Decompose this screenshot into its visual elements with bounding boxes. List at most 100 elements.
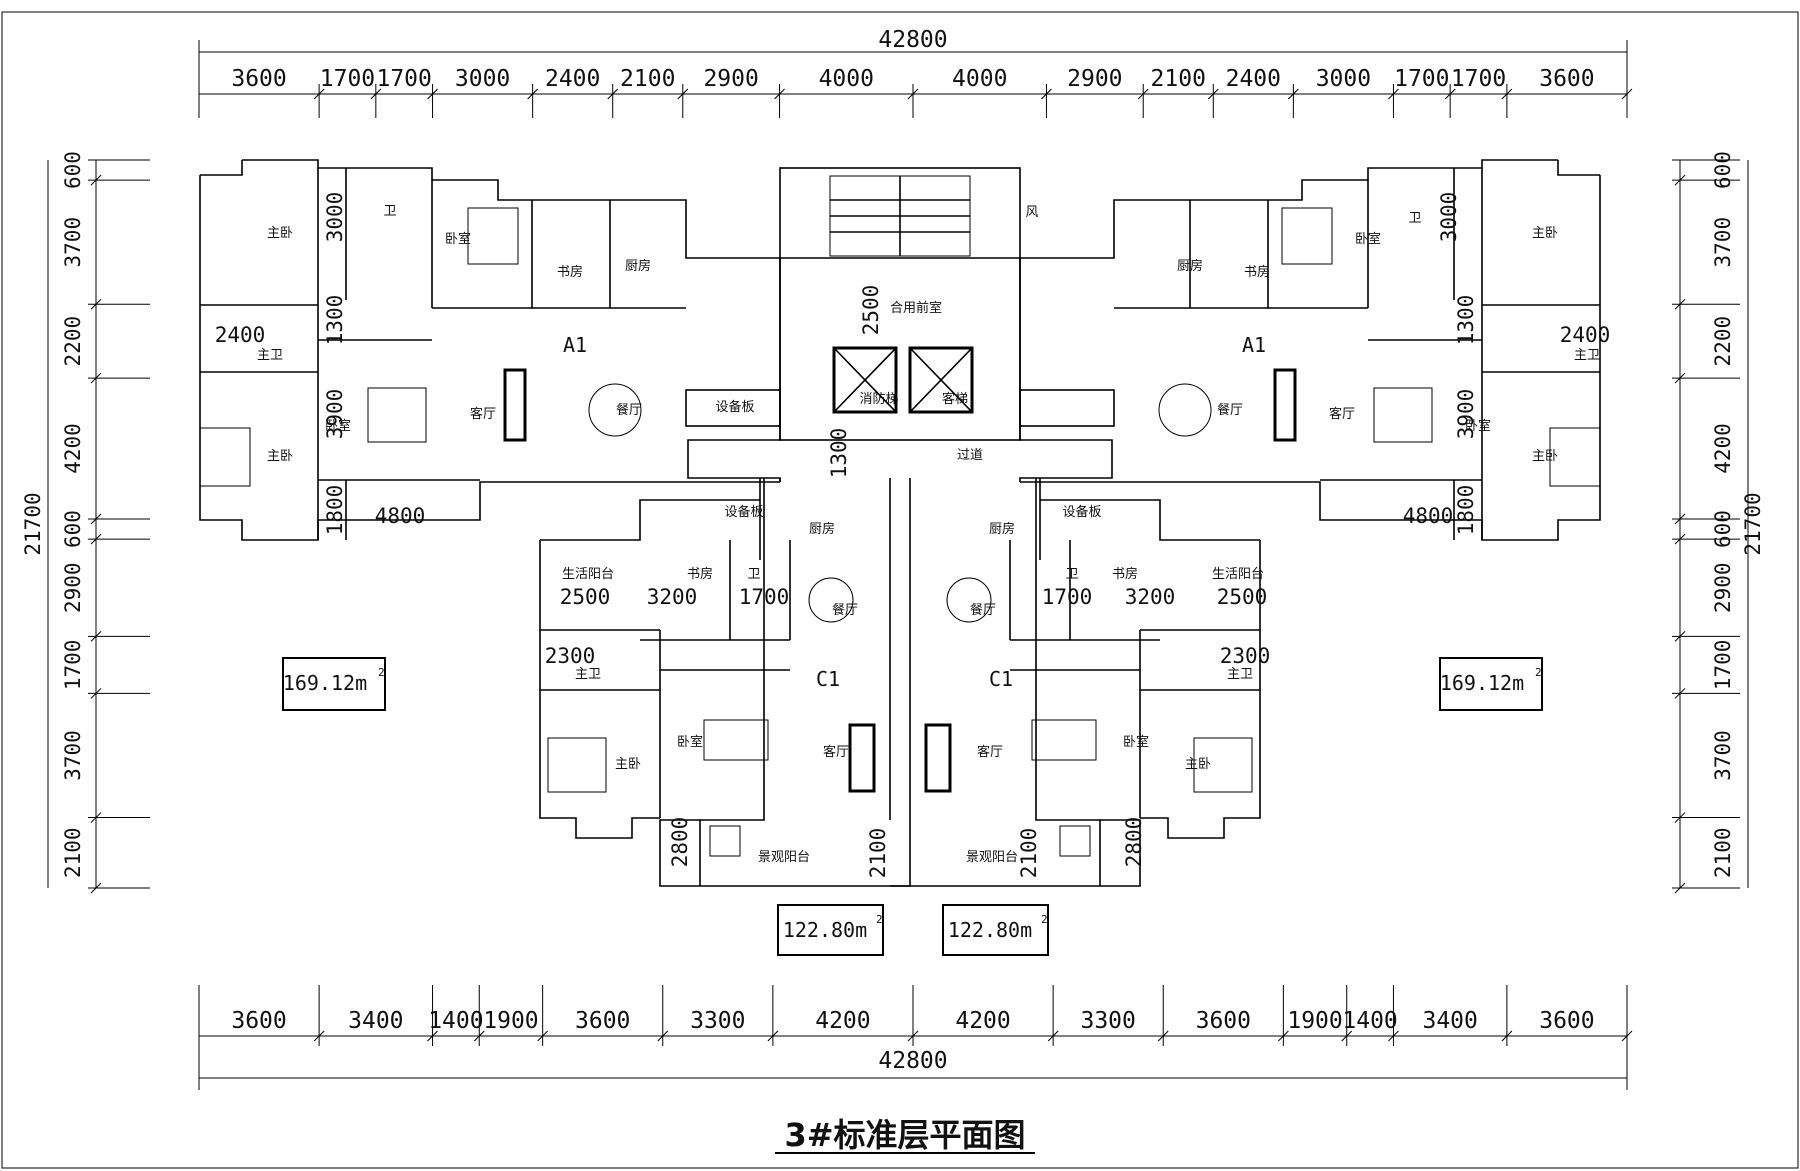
right-segment-8: 2100: [1711, 827, 1735, 878]
bottom-segment-12: 3400: [1422, 1008, 1477, 1034]
top-segment-14: 1700: [1451, 66, 1506, 92]
inner-dim-3200-r: 3200: [1125, 585, 1176, 609]
inner-dim-2500-r: 2500: [1217, 585, 1268, 609]
room-dining-c1: 餐厅: [832, 602, 858, 618]
top-segment-15: 3600: [1539, 66, 1594, 92]
left-segment-4: 600: [61, 510, 85, 548]
right-total-dimension: 21700: [1741, 492, 1765, 555]
bottom-segment-3: 1900: [483, 1008, 538, 1034]
inner-dim-2300-r: 2300: [1220, 644, 1271, 668]
bottom-segment-11: 1400: [1342, 1008, 1397, 1034]
room-dining: 餐厅: [616, 402, 642, 418]
room-bath-c1-r: 卫: [1065, 567, 1078, 582]
area-boxes: [282, 657, 1543, 956]
room-kitchen-c1-r: 厨房: [989, 521, 1015, 537]
top-dimension-ticks: [198, 84, 1633, 118]
top-segment-8: 4000: [952, 66, 1007, 92]
inner-dim-2100-r: 2100: [1017, 828, 1041, 879]
inner-dimensions: 3000 3000 2400 2400 1300 1300 3900 3900 …: [215, 192, 1611, 879]
top-segment-9: 2900: [1067, 66, 1122, 92]
right-segment-1: 3700: [1711, 217, 1735, 268]
inner-dim-2100: 2100: [866, 828, 890, 879]
right-segment-2: 2200: [1711, 316, 1735, 367]
room-master-bed: 主卧: [267, 226, 293, 241]
bottom-segment-9: 3600: [1196, 1008, 1251, 1034]
inner-dim-2400: 2400: [215, 323, 266, 347]
furniture: [199, 207, 1601, 857]
inner-dim-2500: 2500: [560, 585, 611, 609]
top-segment-7: 4000: [819, 66, 874, 92]
top-segment-0: 3600: [231, 66, 286, 92]
inner-dim-3200: 3200: [647, 585, 698, 609]
inner-dim-1800: 1800: [323, 485, 347, 536]
room-equipment-3: 设备板: [1062, 504, 1101, 520]
bottom-segment-2: 1400: [428, 1008, 483, 1034]
room-bath: 卫: [383, 204, 396, 219]
unit-a1-right: A1: [1242, 333, 1266, 357]
right-c1-rooms: 生活阳台 书房 卫 厨房 餐厅 主卫 卧室 主卧 客厅 景观阳台 C1: [966, 521, 1264, 865]
area-c1-right: 122.80m: [948, 918, 1032, 942]
drawing-frame: [1, 11, 1799, 1169]
side-dimension-ticks: [88, 159, 1740, 894]
room-living-c1: 客厅: [823, 744, 849, 760]
unit-c1-left: C1: [816, 667, 840, 691]
bottom-total-dimension: 42800: [878, 1048, 947, 1074]
room-elevator: 客梯: [942, 391, 968, 407]
inner-dim-1700: 1700: [739, 585, 790, 609]
room-kitchen-c1: 厨房: [809, 521, 835, 537]
left-c1-rooms: 生活阳台 书房 卫 厨房 餐厅 主卫 卧室 主卧 客厅 景观阳台 C1: [562, 521, 858, 865]
room-corridor: 过道: [957, 448, 983, 463]
top-segment-13: 1700: [1394, 66, 1449, 92]
area-a1-left: 169.12m: [283, 671, 367, 695]
left-segment-6: 1700: [61, 640, 85, 691]
room-view-balcony-c1-r: 景观阳台: [966, 850, 1018, 865]
right-segment-3: 4200: [1711, 423, 1735, 474]
unit-c1-right: C1: [989, 667, 1013, 691]
room-master-bath: 主卫: [257, 348, 283, 363]
area-a1-right: 169.12m: [1440, 671, 1524, 695]
room-dining-c1-r: 餐厅: [970, 602, 996, 618]
room-service-balcony-r: 生活阳台: [1212, 567, 1264, 582]
room-fire-elevator: 消防梯: [859, 391, 898, 407]
drawing-title: 3#标准层平面图: [784, 1116, 1025, 1154]
room-master-bath-c1: 主卫: [575, 667, 601, 682]
room-master-bed-c1: 主卧: [615, 757, 641, 772]
inner-dim-2400-r: 2400: [1560, 323, 1611, 347]
dim-core-1300: 1300: [827, 428, 851, 479]
room-living-r: 客厅: [1329, 406, 1355, 422]
bottom-segment-7: 4200: [955, 1008, 1010, 1034]
dim-core-2500: 2500: [859, 285, 883, 336]
right-segment-7: 3700: [1711, 730, 1735, 781]
unit-a1-left: A1: [563, 333, 587, 357]
top-segment-12: 3000: [1316, 66, 1371, 92]
bottom-segment-10: 1900: [1287, 1008, 1342, 1034]
top-segment-5: 2100: [620, 66, 675, 92]
left-segment-1: 3700: [61, 217, 85, 268]
room-bedroom-c1-r: 卧室: [1123, 734, 1149, 750]
area-a1-left-sup: 2: [378, 666, 385, 679]
room-bedroom: 卧室: [445, 231, 471, 247]
inner-dim-3000-r: 3000: [1437, 192, 1461, 243]
inner-dim-4800: 4800: [375, 504, 426, 528]
top-segment-2: 1700: [376, 66, 431, 92]
room-living-c1-r: 客厅: [977, 744, 1003, 760]
room-kitchen: 厨房: [625, 258, 651, 274]
inner-dim-3000: 3000: [323, 192, 347, 243]
bottom-segment-8: 3300: [1080, 1008, 1135, 1034]
side-dimension-lines: [47, 160, 1749, 888]
top-segment-4: 2400: [545, 66, 600, 92]
top-segment-10: 2100: [1151, 66, 1206, 92]
room-bath-c1: 卫: [747, 567, 760, 582]
area-c1-right-sup: 2: [1041, 913, 1048, 926]
core-rooms: 合用前室 消防梯 客梯 过道 风 设备板 设备板 设备板 2500 1300: [715, 205, 1101, 520]
inner-dim-3900: 3900: [323, 389, 347, 440]
room-bedroom-r: 卧室: [1355, 231, 1381, 247]
room-dining-r: 餐厅: [1217, 402, 1243, 418]
room-living: 客厅: [470, 406, 496, 422]
room-kitchen-r: 厨房: [1177, 258, 1203, 274]
room-view-balcony-c1: 景观阳台: [758, 850, 810, 865]
bottom-segment-0: 3600: [231, 1008, 286, 1034]
